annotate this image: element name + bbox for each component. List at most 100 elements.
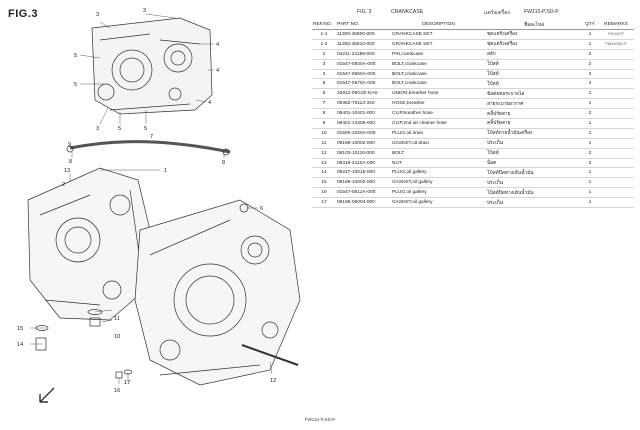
cell-part: 01547-0840A-000 — [336, 59, 391, 70]
cell-th: คลิ้ปรัดสาย — [486, 108, 582, 120]
col-qty: QTY — [582, 20, 598, 30]
cell-qty: 2 — [582, 108, 598, 120]
cell-qty: 1 — [582, 187, 598, 199]
cell-part: 09401-13409-000 — [336, 118, 391, 129]
upper-crankcase-view — [91, 17, 213, 115]
header-fig: FIG. 3 — [357, 9, 372, 15]
cell-ref: 2 — [312, 49, 336, 60]
cell-part: 09103-10110-000 — [336, 148, 391, 159]
cell-th: สลัก — [486, 49, 582, 60]
left-crankcase-half — [27, 167, 151, 321]
page-footer: FW110-P,SD-P — [304, 417, 336, 422]
header-section-th: แคร้งเครื่อง — [484, 10, 510, 16]
callout-7: 7 — [150, 134, 153, 140]
cell-desc: CLIP,2nd air cleaner hose — [391, 118, 486, 129]
cell-rem — [598, 187, 634, 199]
cell-desc: PLUG,oil drain — [391, 128, 486, 139]
col-ref-no: REF.NO. — [312, 20, 336, 30]
cell-rem — [598, 148, 634, 159]
cell-part: 09401-10401-000 — [336, 108, 391, 120]
callout-8-left: 8 — [69, 159, 72, 165]
parts-table-header: REF.NO. PART NO. DESCRIPTION ชื่ออะไหล่ … — [312, 20, 634, 30]
callout-8-right: 8 — [222, 160, 225, 166]
callout-9: 9 — [68, 142, 71, 148]
cell-part: 16912-09G20-KAS — [336, 88, 391, 100]
cell-part: 11300-45800-000 — [336, 29, 391, 40]
cell-rem — [598, 197, 634, 209]
drain-plug — [89, 317, 101, 327]
cell-ref: 4 — [312, 69, 336, 80]
cell-desc: BOLT,crankcase — [391, 69, 486, 80]
cell-rem — [598, 98, 634, 110]
cell-qty: 1 — [582, 39, 598, 50]
cell-ref: 15 — [312, 177, 336, 189]
cell-th: โบ้ลท์ — [486, 78, 582, 90]
cell-qty: 1 — [582, 167, 598, 179]
cell-part: 01547-0650A-000 — [336, 69, 391, 80]
cell-qty: 2 — [582, 148, 598, 159]
callout-labels: 3 3 4 4 4 5 5 3 5 5 9 8 8 7 13 1 2 6 11 … — [17, 8, 276, 394]
cell-part: 01547-0612A-000 — [336, 187, 391, 199]
cell-th: น็อต — [486, 158, 582, 169]
cell-desc: GASKET,oil drain — [391, 138, 486, 149]
cell-th: ชุดแคร้งเครื่อง — [486, 39, 582, 50]
cell-desc: UNION,breather hose — [391, 88, 486, 100]
cell-qty: 1 — [582, 29, 598, 40]
cell-qty: 3 — [582, 69, 598, 80]
cell-rem: FW110SD-P — [598, 39, 634, 50]
callout-17: 17 — [124, 380, 130, 386]
cell-ref: 13 — [312, 158, 336, 169]
cell-th: คลิ้ปรัดสาย — [486, 118, 582, 129]
parts-list-table: REF.NO. PART NO. DESCRIPTION ชื่ออะไหล่ … — [312, 20, 634, 209]
front-arrow — [39, 387, 55, 403]
cell-ref: 8 — [312, 108, 336, 120]
cell-th: โบ้ลท์ — [486, 59, 582, 70]
header-model: FW110-P,SD-P — [524, 9, 559, 15]
cell-part: 01547-0675A-000 — [336, 78, 391, 90]
cell-desc: CLIP,breather hose — [391, 108, 486, 120]
cell-rem — [598, 108, 634, 120]
breather-hose — [69, 140, 231, 154]
cell-part: 11300-45810-000 — [336, 39, 391, 50]
callout-3-top: 3 — [96, 12, 99, 18]
cell-ref: 14 — [312, 167, 336, 179]
cell-qty: 1 — [582, 177, 598, 189]
cell-rem — [598, 78, 634, 90]
cell-th: ชุดแคร้งเครื่อง — [486, 29, 582, 40]
cell-part: 09247-10015-000 — [336, 167, 391, 179]
callout-3-bottom: 3 — [96, 126, 99, 132]
cell-part: 08319-3110A-000 — [336, 158, 391, 169]
right-crankcase-half — [134, 199, 301, 386]
cell-desc: HOSE,breather — [391, 98, 486, 110]
cell-qty: 2 — [582, 49, 598, 60]
cell-desc: PLUG,oil gallery — [391, 187, 486, 199]
cell-part: 01500-1020A-000 — [336, 128, 391, 139]
figure-id: FIG.3 — [8, 8, 39, 20]
cell-ref: 7 — [312, 98, 336, 110]
cell-th: โบ้ลท์ — [486, 69, 582, 80]
cell-rem — [598, 138, 634, 149]
callout-4-b: 4 — [216, 68, 219, 74]
cell-qty: 1 — [582, 118, 598, 129]
cell-desc: CRANKCASE SET — [391, 29, 486, 40]
cell-th: ข้อต่อท่อระบายไอ — [486, 88, 582, 100]
header-section-en: CRANKCASE — [391, 9, 424, 15]
callout-10: 10 — [114, 334, 120, 340]
callout-5-b: 5 — [74, 82, 77, 88]
cell-th: โบ้ลท์ถ่ายน้ำมันเครื่อง — [486, 128, 582, 139]
cell-qty: 1 — [582, 197, 598, 209]
cell-desc: CRANKCASE SET — [391, 39, 486, 50]
cell-ref: 12 — [312, 148, 336, 159]
